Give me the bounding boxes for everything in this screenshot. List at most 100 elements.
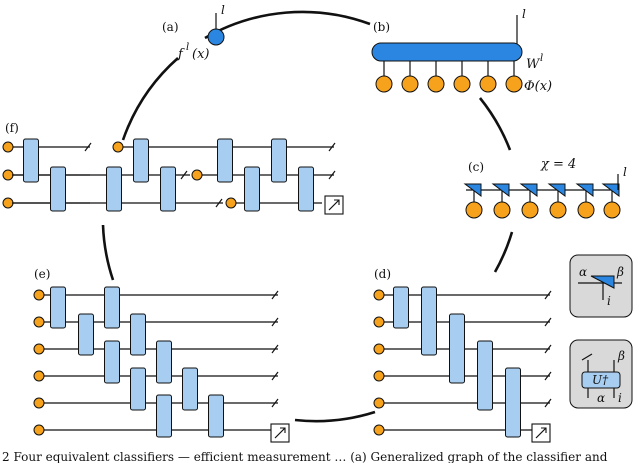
- qubit-site: [191, 169, 203, 181]
- unitary-gate: [104, 286, 120, 329]
- trace-slash: [84, 142, 92, 152]
- legend-index: i: [607, 294, 611, 308]
- feature-site: [493, 201, 511, 219]
- unitary-gate: [104, 340, 120, 384]
- unitary-gate: [160, 166, 176, 212]
- mps-tensor: [519, 183, 538, 197]
- measurement-arrow: [535, 427, 547, 439]
- weight-tensor: [371, 42, 523, 62]
- qubit-site: [373, 397, 385, 409]
- qubit-site: [2, 197, 14, 209]
- panel-f: (f): [2, 121, 344, 215]
- qubit-site: [373, 289, 385, 301]
- panel-d: (d): [373, 267, 552, 443]
- qubit-site: [33, 343, 45, 355]
- trace-slash: [544, 344, 552, 354]
- bond-dimension: χ = 4: [540, 157, 576, 172]
- weight-superscript: l: [540, 53, 543, 64]
- unitary-gate: [477, 340, 493, 411]
- qubit-site: [373, 343, 385, 355]
- unitary-gate: [449, 313, 465, 384]
- function-superscript: l: [186, 42, 189, 53]
- panel-c-leg-label: l: [623, 165, 627, 179]
- unitary-gate: [78, 313, 94, 356]
- panel-a: (a) l f l (x): [162, 3, 225, 62]
- qubit-site: [373, 424, 385, 436]
- mps-tensor: [463, 183, 482, 197]
- feature-site: [521, 201, 539, 219]
- qubit-site: [33, 370, 45, 382]
- panel-a-label: (a): [162, 20, 179, 34]
- panel-f-label: (f): [5, 121, 19, 135]
- qubit-site: [225, 197, 237, 209]
- legend2-index: i: [618, 391, 622, 405]
- qubit-site: [2, 141, 14, 153]
- legend2-alpha: α: [597, 391, 605, 405]
- weight-name: W: [526, 57, 541, 72]
- feature-site: [465, 201, 483, 219]
- unitary-gate: [156, 340, 172, 384]
- unitary-gate: [421, 286, 437, 356]
- panel-e-label: (e): [34, 267, 50, 281]
- figure-caption: 2 Four equivalent classifiers — efficien…: [2, 450, 608, 463]
- measurement-arrow: [328, 199, 340, 211]
- trace-slash: [544, 290, 552, 300]
- measurement-arrowhead: [541, 427, 547, 433]
- panel-e: (e): [33, 267, 290, 443]
- trace-slash: [328, 170, 336, 180]
- mps-tensor-icon: [590, 275, 615, 289]
- panel-a-leg-label: l: [221, 3, 225, 17]
- trace-slash: [180, 170, 188, 180]
- unitary-gate: [156, 394, 172, 438]
- qubit-site: [373, 316, 385, 328]
- feature-site: [375, 75, 393, 93]
- trace-slash: [271, 344, 279, 354]
- legend-unitary-label: U†: [592, 373, 609, 387]
- unitary-gate: [182, 367, 198, 411]
- unitary-gate: [271, 138, 287, 183]
- panel-d-label: (d): [374, 267, 391, 281]
- mps-tensor: [547, 183, 566, 197]
- trace-slash: [544, 398, 552, 408]
- qubit-reuse-circuit: [2, 138, 344, 215]
- unitary-gate: [505, 367, 521, 438]
- feature-site: [479, 75, 497, 93]
- trace-slash: [271, 317, 279, 327]
- unitary-gate-icon: [581, 371, 621, 389]
- legend-alpha: α: [579, 265, 587, 279]
- qubit-site: [33, 397, 45, 409]
- unitary-gate: [244, 166, 260, 212]
- feature-site: [505, 75, 523, 93]
- measurement-arrowhead: [280, 427, 286, 433]
- mps-chain: [463, 174, 621, 219]
- panel-c-label: (c): [468, 160, 484, 174]
- function-argument: (x): [192, 47, 209, 62]
- legend2-beta: β: [617, 349, 625, 363]
- unitary-gate: [133, 138, 149, 183]
- trace-slash: [271, 371, 279, 381]
- feature-site: [427, 75, 445, 93]
- feature-sites: [375, 61, 523, 93]
- connecting-ring: [101, 10, 514, 423]
- trace-slash: [271, 290, 279, 300]
- legend-tensor: α β i: [569, 254, 633, 318]
- unitary-gate: [208, 394, 224, 438]
- qubit-site: [2, 169, 14, 181]
- feature-site: [603, 201, 621, 219]
- unitary-gate: [130, 313, 146, 356]
- mps-tensor: [575, 183, 594, 197]
- feature-site: [549, 201, 567, 219]
- qubit-site: [33, 424, 45, 436]
- unitary-gate: [50, 286, 66, 329]
- mps-tensor: [601, 183, 620, 197]
- feature-site: [577, 201, 595, 219]
- qubit-site: [373, 370, 385, 382]
- measurement-arrowhead: [334, 199, 340, 205]
- trace-slash: [544, 371, 552, 381]
- legend-unitary: U† β α i: [569, 339, 633, 409]
- function-name: f: [177, 47, 185, 62]
- trace-slash: [215, 198, 223, 208]
- feature-map-label: Φ(x): [524, 79, 552, 94]
- trace-slash: [271, 398, 279, 408]
- unitary-gate: [130, 367, 146, 411]
